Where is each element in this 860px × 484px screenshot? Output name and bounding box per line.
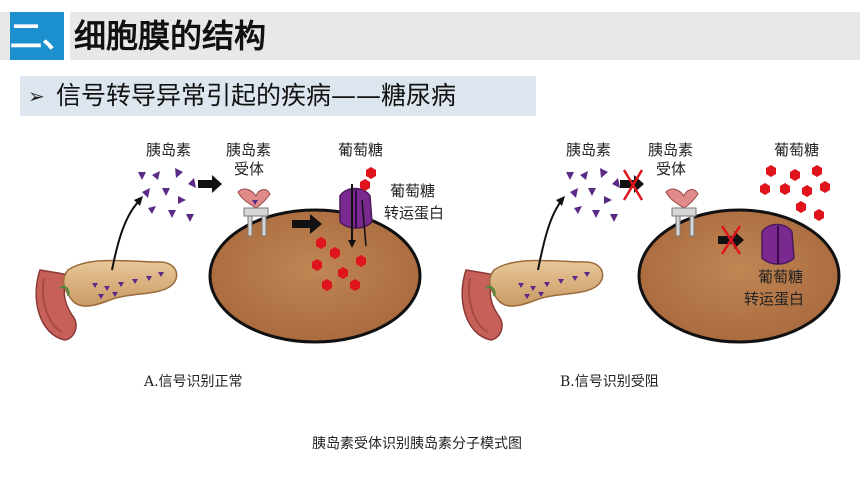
transporter-label-a1: 葡萄糖 [390, 182, 435, 200]
receptor-label-b2: 受体 [656, 160, 686, 178]
page-title: 细胞膜的结构 [74, 17, 267, 55]
bullet-arrow-icon: ➢ [28, 84, 45, 108]
glucose-molecules-a [312, 167, 376, 291]
panel-a: 胰岛素 胰岛素 受体 葡萄糖 葡萄糖 转运蛋白 [35, 141, 444, 390]
glucose-label-a: 葡萄糖 [338, 141, 383, 159]
receptor-label-a2: 受体 [234, 160, 264, 178]
cell-a [208, 208, 422, 344]
pancreas-b [461, 259, 604, 341]
insulin-molecules-b [566, 168, 620, 222]
block-x-icon-2 [720, 225, 742, 255]
title-bar [0, 12, 860, 60]
receptor-b [665, 188, 699, 237]
caption-b: B.信号识别受阻 [560, 374, 659, 390]
insulin-label-b: 胰岛素 [566, 141, 611, 159]
panel-b: 胰岛素 胰岛素 受体 葡萄糖 转运蛋白 葡萄糖 [461, 141, 841, 390]
transporter-label-b2: 转运蛋白 [744, 290, 804, 308]
glucose-label-b: 葡萄糖 [774, 141, 819, 159]
glucose-molecules-b [760, 165, 830, 221]
transporter-label-a2: 转运蛋白 [384, 204, 444, 222]
receptor-a [237, 188, 271, 237]
glucose-transporter-b [761, 223, 795, 265]
caption-a: A.信号识别正常 [143, 374, 243, 390]
insulin-molecules-a [138, 168, 196, 222]
subtitle-bar [20, 76, 536, 116]
subtitle: 信号转导异常引起的疾病——糖尿病 [56, 81, 457, 110]
block-x-icon [622, 169, 644, 201]
glucose-transporter-a [339, 187, 373, 229]
pancreas-a [35, 259, 178, 341]
figure-caption: 胰岛素受体识别胰岛素分子模式图 [312, 436, 522, 452]
transporter-label-b1: 葡萄糖 [758, 268, 803, 286]
title-separator [64, 12, 70, 60]
section-number: 二、 [10, 12, 74, 60]
receptor-label-b1: 胰岛素 [648, 141, 693, 159]
receptor-label-a1: 胰岛素 [226, 141, 271, 159]
insulin-label-a: 胰岛素 [146, 141, 191, 159]
